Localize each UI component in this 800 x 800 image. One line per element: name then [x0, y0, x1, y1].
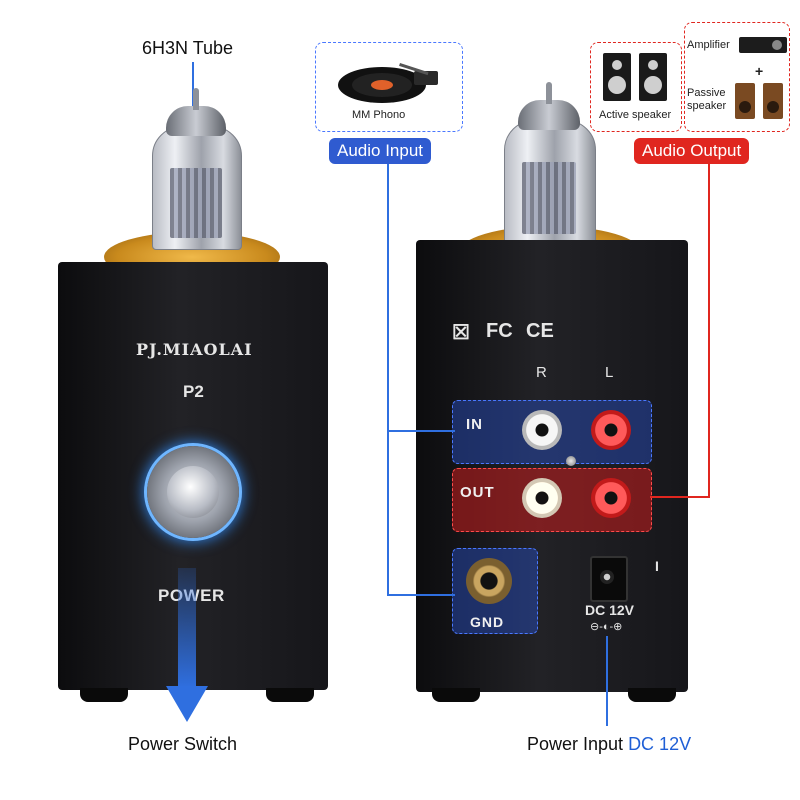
brand-logo: PJ.MIAOLAI — [136, 340, 253, 359]
model-label: P2 — [183, 382, 204, 401]
power-input-callout: Power Input DC 12V — [527, 734, 691, 755]
front-tube-tip — [193, 88, 199, 110]
passive-speaker-icon — [735, 83, 783, 119]
amp-passive-box: Amplifier + Passive speaker — [684, 22, 790, 132]
front-foot-left — [80, 688, 128, 702]
rca-output-right[interactable] — [522, 478, 562, 518]
input-wire-to-gnd — [387, 594, 455, 596]
active-speaker-icon — [603, 53, 667, 101]
rca-input-right[interactable] — [522, 410, 562, 450]
channel-right-label: R — [536, 364, 547, 381]
power-wire-vertical — [606, 636, 608, 726]
back-tube-internals — [522, 162, 576, 234]
active-speaker-box: Active speaker — [590, 42, 682, 132]
dc-power-jack[interactable] — [590, 556, 628, 602]
output-label: OUT — [460, 484, 495, 501]
amplifier-caption: Amplifier — [687, 39, 730, 51]
back-tube-cap — [518, 100, 580, 130]
input-label: IN — [466, 416, 483, 433]
front-tube-cap — [166, 106, 226, 136]
passive-speaker-caption: Passive speaker — [687, 87, 727, 112]
plus-sign: + — [755, 63, 764, 79]
power-switch-arrow-head — [166, 686, 208, 722]
power-switch-arrow-shaft — [178, 568, 196, 688]
tube-callout-label: 6H3N Tube — [142, 38, 234, 58]
rca-output-left[interactable] — [591, 478, 631, 518]
weee-mark: ☒ — [452, 322, 470, 344]
power-toggle-mark: I — [655, 558, 659, 574]
dc-polarity-symbol: ⊖-◐-⊕ — [590, 621, 623, 633]
dc-voltage-label: DC 12V — [585, 602, 635, 618]
input-wire-to-in — [387, 430, 455, 432]
back-tube-tip — [546, 82, 552, 104]
back-foot-left — [432, 688, 480, 702]
back-foot-right — [628, 688, 676, 702]
ground-terminal[interactable] — [466, 558, 512, 604]
power-knob-face — [167, 466, 219, 518]
power-input-dc: DC 12V — [628, 734, 692, 754]
panel-screw — [566, 456, 576, 466]
output-wire-to-out — [650, 496, 710, 498]
audio-output-badge: Audio Output — [634, 138, 750, 164]
front-tube-internals — [170, 168, 222, 238]
channel-left-label: L — [605, 364, 614, 381]
phono-source-box: MM Phono — [315, 42, 463, 132]
turntable-icon — [338, 63, 438, 103]
ce-mark: CE — [526, 320, 554, 342]
power-knob[interactable] — [147, 446, 239, 538]
amplifier-icon — [739, 37, 787, 53]
output-wire-vertical — [708, 164, 710, 498]
dc-jack-pin — [600, 570, 614, 584]
back-device-body — [416, 240, 688, 692]
fcc-mark: FC — [486, 320, 513, 342]
power-switch-callout: Power Switch — [128, 734, 238, 754]
active-speaker-caption: Active speaker — [599, 109, 672, 121]
front-foot-right — [266, 688, 314, 702]
phono-caption: MM Phono — [352, 109, 406, 121]
power-input-prefix: Power Input — [527, 734, 629, 754]
rca-input-left[interactable] — [591, 410, 631, 450]
audio-input-badge: Audio Input — [329, 138, 432, 164]
input-wire-vertical — [387, 164, 389, 596]
ground-label: GND — [470, 614, 505, 630]
